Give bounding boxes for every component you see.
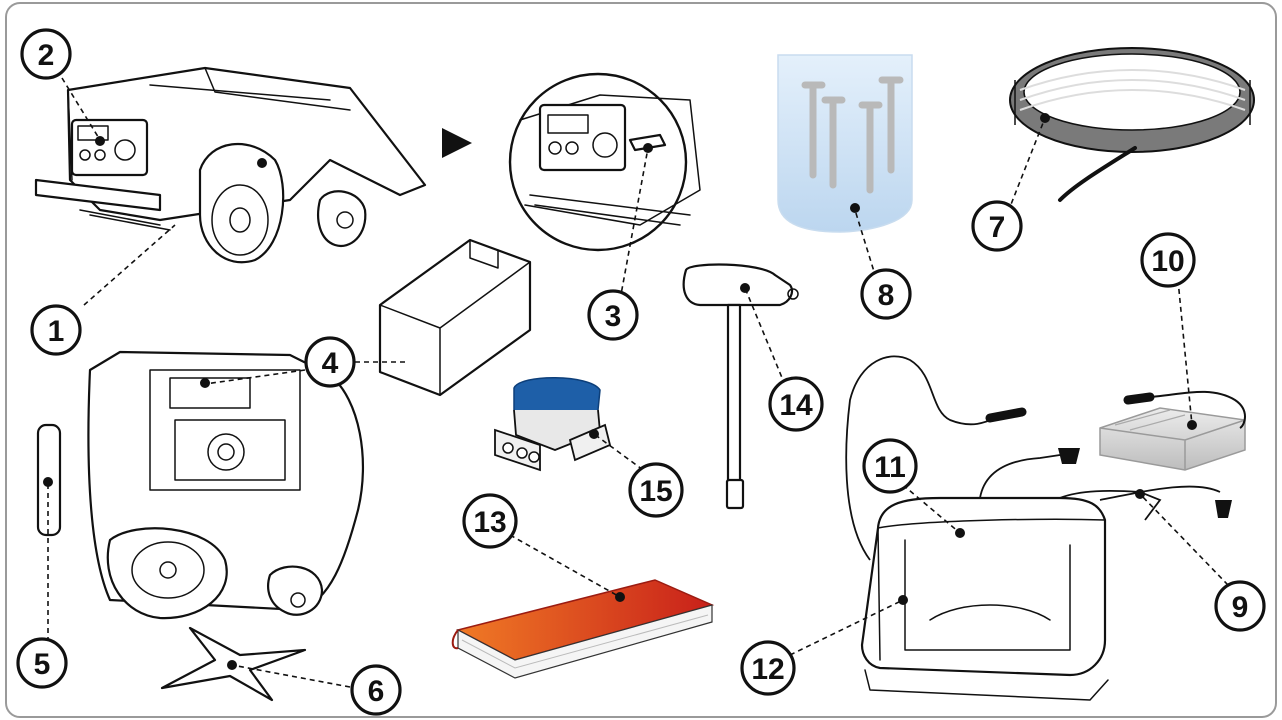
callout-13: 13 [462,493,518,549]
charging-station [845,355,1232,701]
callout-15-label: 15 [639,475,672,508]
callout-6: 6 [350,664,402,716]
pegs-bag [777,54,913,233]
callout-6-label: 6 [368,675,385,708]
callout-1-label: 1 [48,315,65,348]
boundary-wire-coil [1009,47,1255,202]
callout-14: 14 [768,376,824,432]
callout-5: 5 [16,637,68,689]
callout-4-label: 4 [322,347,339,380]
callout-1: 1 [30,304,82,356]
callout-9: 9 [1214,580,1266,632]
t-handle-key [682,263,799,510]
wire-connector [494,377,612,472]
callout-10-label: 10 [1151,245,1184,278]
callout-5-label: 5 [34,648,51,681]
callout-4: 4 [304,336,356,388]
callout-2-label: 2 [38,39,55,72]
callout-7: 7 [971,200,1023,252]
callout-9-label: 9 [1232,591,1249,624]
callout-11: 11 [862,438,918,494]
play-arrow-icon [442,128,472,158]
callout-12: 12 [740,640,796,696]
robotic-mower-rear-view [34,66,427,264]
callout-11-label: 11 [874,451,906,484]
power-supply [1099,390,1246,471]
callout-8-label: 8 [878,279,895,312]
callout-10: 10 [1140,232,1196,288]
callout-13-label: 13 [473,506,506,539]
operator-manual [451,579,715,679]
robotic-mower-underside [36,350,364,620]
callout-12-label: 12 [751,653,784,686]
diagram-frame [5,2,1277,718]
callout-8: 8 [860,268,912,320]
callout-3: 3 [587,289,639,341]
callout-14-label: 14 [779,389,813,422]
callout-2: 2 [20,28,72,80]
zoom-detail-circle [508,72,701,252]
battery-block [378,238,532,397]
callout-3-label: 3 [605,300,622,333]
anchor-dots [43,113,1197,670]
callout-7-label: 7 [989,211,1006,244]
callout-15: 15 [628,462,684,518]
